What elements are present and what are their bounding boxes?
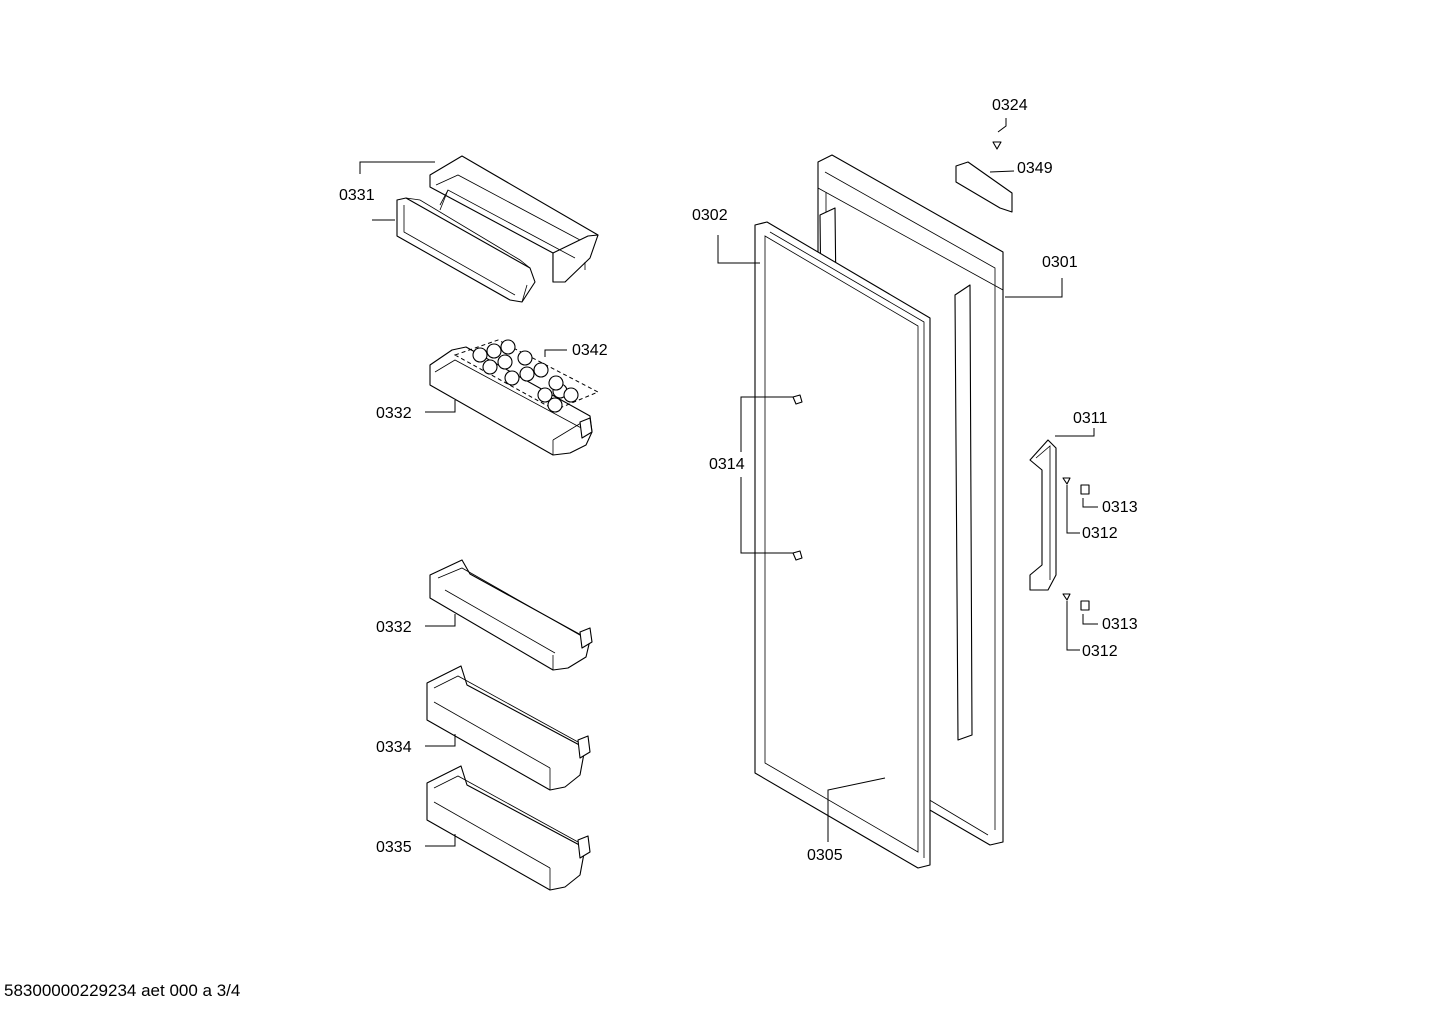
part-0335-shelf [426, 765, 591, 891]
part-0324-screw [992, 141, 1002, 150]
label-0312-upper: 0312 [1082, 525, 1118, 542]
label-0332-lower: 0332 [376, 619, 412, 636]
drawing-reference-footer: 58300000229234 aet 000 a 3/4 [4, 981, 241, 1000]
label-0331: 0331 [339, 187, 375, 204]
label-0313-lower: 0313 [1102, 616, 1138, 633]
label-0311: 0311 [1073, 410, 1108, 427]
part-0314-screws [792, 394, 803, 561]
label-0335: 0335 [376, 839, 412, 856]
part-0311-handle [1029, 439, 1057, 591]
leader-lines [359, 118, 1098, 847]
label-0334: 0334 [376, 739, 412, 756]
label-0349: 0349 [1017, 160, 1053, 177]
part-0349-cover [955, 161, 1013, 213]
label-0332-upper: 0332 [376, 405, 412, 422]
part-0312-0313-clips [1062, 477, 1090, 611]
part-0332-shelf [429, 559, 593, 671]
label-0301: 0301 [1042, 254, 1078, 271]
part-0334-shelf [426, 665, 591, 791]
label-0302: 0302 [692, 207, 728, 224]
part-0331-upper-shelf [396, 155, 599, 303]
egg-cups [472, 339, 579, 413]
label-0314: 0314 [709, 456, 745, 473]
label-0305: 0305 [807, 847, 843, 864]
part-0302-gasket [754, 221, 931, 869]
label-0342: 0342 [572, 342, 608, 359]
label-0313-upper: 0313 [1102, 499, 1138, 516]
label-0324: 0324 [992, 97, 1028, 114]
label-0312-lower: 0312 [1082, 643, 1118, 660]
part-0332-egg-shelf [429, 346, 593, 456]
part-labels: 0324 0349 0331 0302 0301 0342 0332 0311 … [339, 97, 1138, 864]
part-0342-egg-tray [453, 339, 600, 413]
